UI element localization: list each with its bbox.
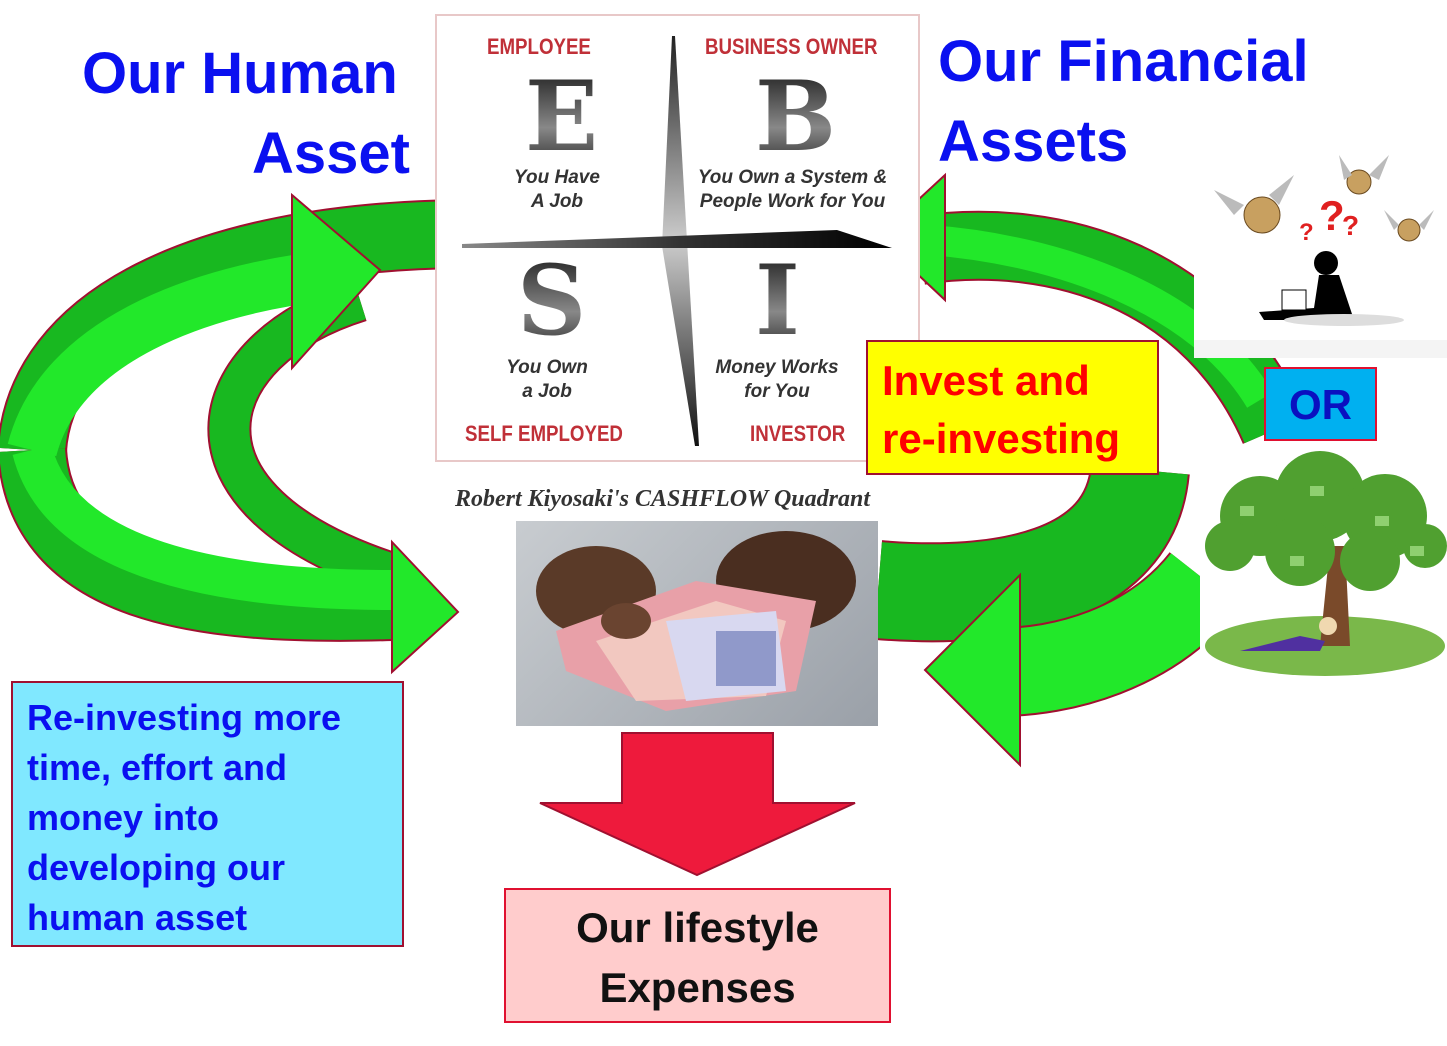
human-asset-title-line2: Asset: [252, 121, 410, 186]
flying-money-illustration: ? ? ?: [1194, 155, 1447, 358]
invest-line: re-investing: [882, 415, 1121, 462]
right-loop-arrows: [873, 172, 1308, 768]
desc-line: People Work for You: [699, 191, 886, 212]
quadrant-caption: Robert Kiyosaki's CASHFLOW Quadrant: [455, 486, 870, 512]
lifestyle-line: Our lifestyle: [576, 904, 819, 951]
quadrant-self-letter: S: [517, 244, 587, 357]
arrowhead-bottom-left: [391, 539, 460, 675]
desc-line: You Have: [514, 167, 600, 188]
quadrant-business-letter: B: [755, 60, 837, 173]
quadrant-investor-desc: Money Works for You: [702, 356, 852, 404]
desc-line: You Own a System &: [697, 167, 888, 188]
quadrant-employee-desc: You Have A Job: [492, 166, 622, 214]
financial-assets-title-line1: Our Financial: [938, 29, 1309, 94]
quadrant-business-label: BUSINESS OWNER: [705, 34, 878, 59]
banknotes-illustration: [536, 531, 856, 711]
invest-line: Invest and: [882, 357, 1090, 404]
financial-assets-title-line2: Assets: [938, 109, 1129, 174]
quadrant-self-desc: You Own a Job: [482, 356, 612, 404]
reinvest-line: time, effort and: [27, 747, 288, 788]
desc-line: for You: [744, 381, 810, 402]
reinvest-line: human asset: [27, 897, 248, 938]
quadrant-business-desc: You Own a System & People Work for You: [685, 166, 900, 214]
svg-text:?: ?: [1299, 219, 1314, 246]
svg-text:?: ?: [1342, 210, 1359, 241]
or-label: OR: [1264, 367, 1377, 441]
arrowhead-bottom-right: [923, 572, 1021, 768]
quadrant-investor-label: INVESTOR: [750, 421, 846, 446]
quadrant-employee-label: EMPLOYEE: [487, 34, 591, 59]
arrowhead-top-left: [291, 192, 382, 371]
reinvest-human-asset-box: Re-investing more time, effort and money…: [11, 681, 404, 947]
reinvest-line: Re-investing more: [27, 697, 342, 738]
quadrant-employee-letter: E: [525, 60, 599, 173]
desc-line: a Job: [522, 381, 572, 402]
down-arrow: [539, 732, 856, 877]
money-tree-illustration: [1205, 451, 1447, 676]
money-tree-image: [1200, 446, 1447, 681]
lifestyle-line: Expenses: [599, 964, 796, 1011]
reinvest-line: developing our: [27, 847, 286, 888]
reinvest-line: money into: [27, 797, 220, 838]
money-hands-image: [516, 521, 878, 726]
quadrant-cross: [462, 36, 892, 446]
desc-line: A Job: [530, 191, 584, 212]
svg-text:?: ?: [1319, 192, 1345, 239]
worried-person-image: ? ? ?: [1194, 140, 1447, 358]
quadrant-self-label: SELF EMPLOYED: [465, 421, 623, 446]
lifestyle-expenses-box: Our lifestyle Expenses: [504, 888, 891, 1023]
desc-line: Money Works: [715, 357, 839, 378]
desc-line: You Own: [506, 357, 588, 378]
human-asset-title-line1: Our Human: [82, 41, 398, 106]
left-loop-arrows: [0, 192, 460, 675]
invest-reinvesting-box: Invest and re-investing: [866, 340, 1159, 475]
quadrant-investor-letter: I: [755, 244, 800, 357]
